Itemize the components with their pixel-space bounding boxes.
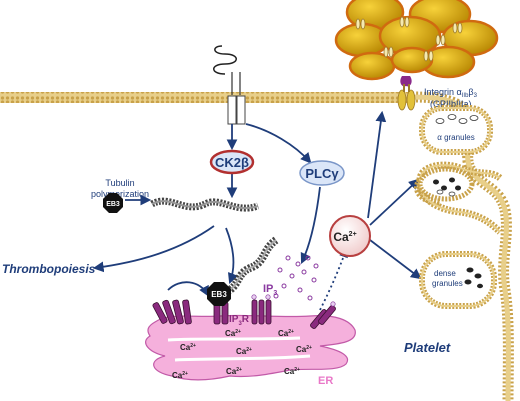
plcg-node: PLCγ (299, 160, 345, 186)
dense-granules-label-line2: granules (432, 279, 463, 288)
ip3r-label: IP3R (229, 314, 250, 327)
svg-text:EB3: EB3 (211, 290, 227, 299)
alpha-granules-label: α granules (437, 133, 475, 142)
canalicular-system (414, 161, 503, 235)
dense-granules-compartment: dense granules (419, 251, 497, 309)
endoplasmic-reticulum (145, 314, 356, 381)
er-ca-4: Ca2+ (236, 347, 252, 356)
microtubule-diagonal (224, 236, 279, 296)
er-ca-8: Ca2+ (284, 367, 300, 376)
er-ca-1: Ca2+ (225, 329, 241, 338)
platelet-aggregate (334, 0, 499, 81)
ip3-molecules (273, 255, 319, 301)
dense-granules-label-line1: dense (434, 269, 456, 278)
eb3-octagon-upper: EB3 (103, 193, 123, 213)
microtubule-horizontal (150, 197, 260, 212)
thrombopoiesis-label: Thrombopoiesis (2, 262, 96, 276)
integrin-alias-label: (GPIIbIIIa) (430, 99, 472, 109)
er-calcium-labels: Ca2+ Ca2+ Ca2+ Ca2+ Ca2+ Ca2+ Ca2+ Ca2+ (172, 329, 312, 380)
er-ca-6: Ca2+ (172, 371, 188, 380)
integrin-receptor (397, 76, 416, 111)
er-ca-5: Ca2+ (296, 345, 312, 354)
alpha-granules-compartment: α granules (419, 105, 493, 155)
tubulin-label-line2: polymerization (91, 189, 149, 199)
er-label: ER (318, 375, 333, 387)
platelet-label: Platelet (404, 340, 451, 355)
signal-arrows (92, 110, 422, 311)
ip3-bound (251, 294, 336, 307)
er-ca-7: Ca2+ (226, 367, 242, 376)
membrane-receptor (213, 45, 246, 125)
er-ca-3: Ca2+ (180, 343, 196, 352)
ca-center-label: Ca2+ (333, 230, 356, 244)
ck2b-node: CK2β (209, 149, 255, 175)
ip3-label: IP3 (263, 283, 277, 297)
ca-center-node: Ca2+ (329, 215, 371, 257)
er-ca-2: Ca2+ (278, 329, 294, 338)
svg-text:EB3: EB3 (106, 201, 120, 208)
integrin-label: Integrin αIIbβ3 (424, 87, 478, 99)
ip3r-receptors (152, 299, 336, 329)
tubulin-label-line1: Tubulin (105, 178, 134, 188)
ck2b-label: CK2β (215, 155, 249, 170)
eb3-octagon-lower: EB3 (207, 282, 231, 306)
plcg-label: PLCγ (305, 166, 339, 181)
